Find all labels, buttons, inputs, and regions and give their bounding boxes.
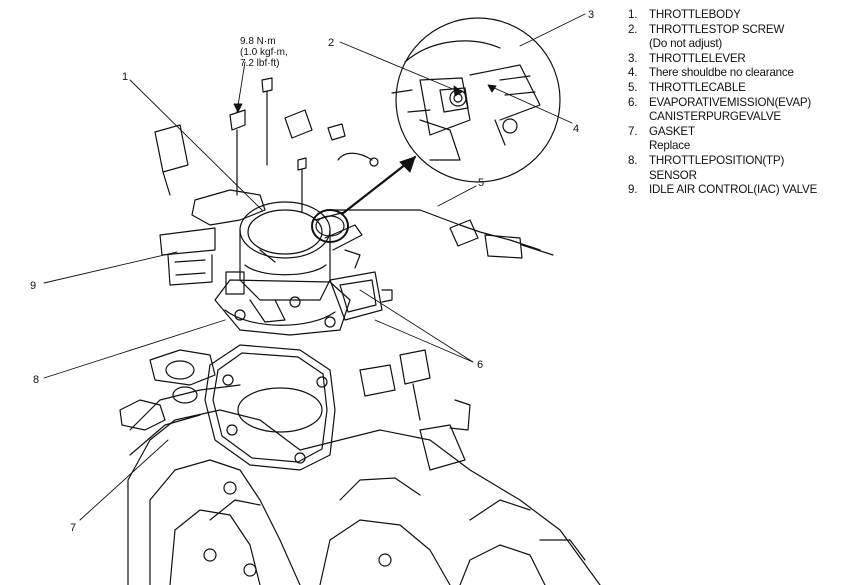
legend-item-1: 1. THROTTLEBODY <box>628 8 850 23</box>
callout-3: 3 <box>588 9 594 21</box>
legend-text: THROTTLECABLE <box>649 80 746 94</box>
legend-item-6: 6. EVAPORATIVEMISSION(EVAP)CANISTERPURGEV… <box>628 96 850 125</box>
callout-2: 2 <box>328 37 334 49</box>
detail-arrow <box>311 155 417 243</box>
callout-4: 4 <box>573 123 579 135</box>
legend-item-9: 9. IDLE AIR CONTROL(IAC) VALVE <box>628 183 850 198</box>
throttle-cable <box>329 209 554 259</box>
callout-6: 6 <box>477 359 483 371</box>
legend-item-5: 5. THROTTLECABLE <box>628 81 850 96</box>
legend-item-3: 3. THROTTLELEVER <box>628 52 850 67</box>
gasket <box>204 344 336 471</box>
callout-8: 8 <box>33 374 39 386</box>
fasteners-and-connectors <box>154 77 471 471</box>
legend-note: (Do not adjust) <box>649 37 723 51</box>
legend-text: There shouldbe no clearance <box>649 66 794 80</box>
legend-item-8: 8. THROTTLEPOSITION(TP)SENSOR <box>628 154 850 183</box>
torque-spec-line-3: 7.2 lbf·ft) <box>240 58 279 69</box>
throttle-body <box>159 189 393 336</box>
torque-spec-line-2: (1.0 kgf·m, <box>240 47 288 58</box>
legend-note: Replace <box>649 139 691 153</box>
detail-inset <box>391 17 561 183</box>
legend-text: EVAPORATIVEMISSION(EVAP) <box>649 95 812 109</box>
legend-item-4: 4. There shouldbe no clearance <box>628 66 850 81</box>
callout-5: 5 <box>478 177 484 189</box>
intake-manifold <box>119 349 601 585</box>
torque-spec-line-1: 9.8 N·m <box>240 36 276 47</box>
legend-note: CANISTERPURGEVALVE <box>649 110 781 124</box>
legend-text: THROTTLELEVER <box>649 51 746 65</box>
legend-number: 6. <box>628 95 638 109</box>
legend-number: 3. <box>628 51 638 65</box>
legend-text: THROTTLEPOSITION(TP) <box>649 153 785 167</box>
legend-text: GASKET <box>649 124 695 138</box>
legend-text: THROTTLEBODY <box>649 8 741 21</box>
legend-text: IDLE AIR CONTROL(IAC) VALVE <box>649 183 818 197</box>
callout-1: 1 <box>122 71 128 83</box>
legend-item-2: 2. THROTTLESTOP SCREW(Do not adjust) <box>628 23 850 52</box>
parts-legend: 1. THROTTLEBODY 2. THROTTLESTOP SCREW(Do n… <box>628 8 850 198</box>
legend-number: 1. <box>628 8 638 21</box>
legend-number: 5. <box>628 80 638 94</box>
legend-number: 9. <box>628 183 638 197</box>
legend-number: 7. <box>628 124 638 138</box>
legend-number: 8. <box>628 153 638 167</box>
legend-text: THROTTLESTOP SCREW <box>649 22 785 36</box>
leader-lines <box>43 13 586 521</box>
legend-number: 2. <box>628 22 638 36</box>
legend-number: 4. <box>628 66 638 80</box>
callout-9: 9 <box>30 280 36 292</box>
callout-7: 7 <box>70 522 76 534</box>
legend-note: SENSOR <box>649 168 697 182</box>
